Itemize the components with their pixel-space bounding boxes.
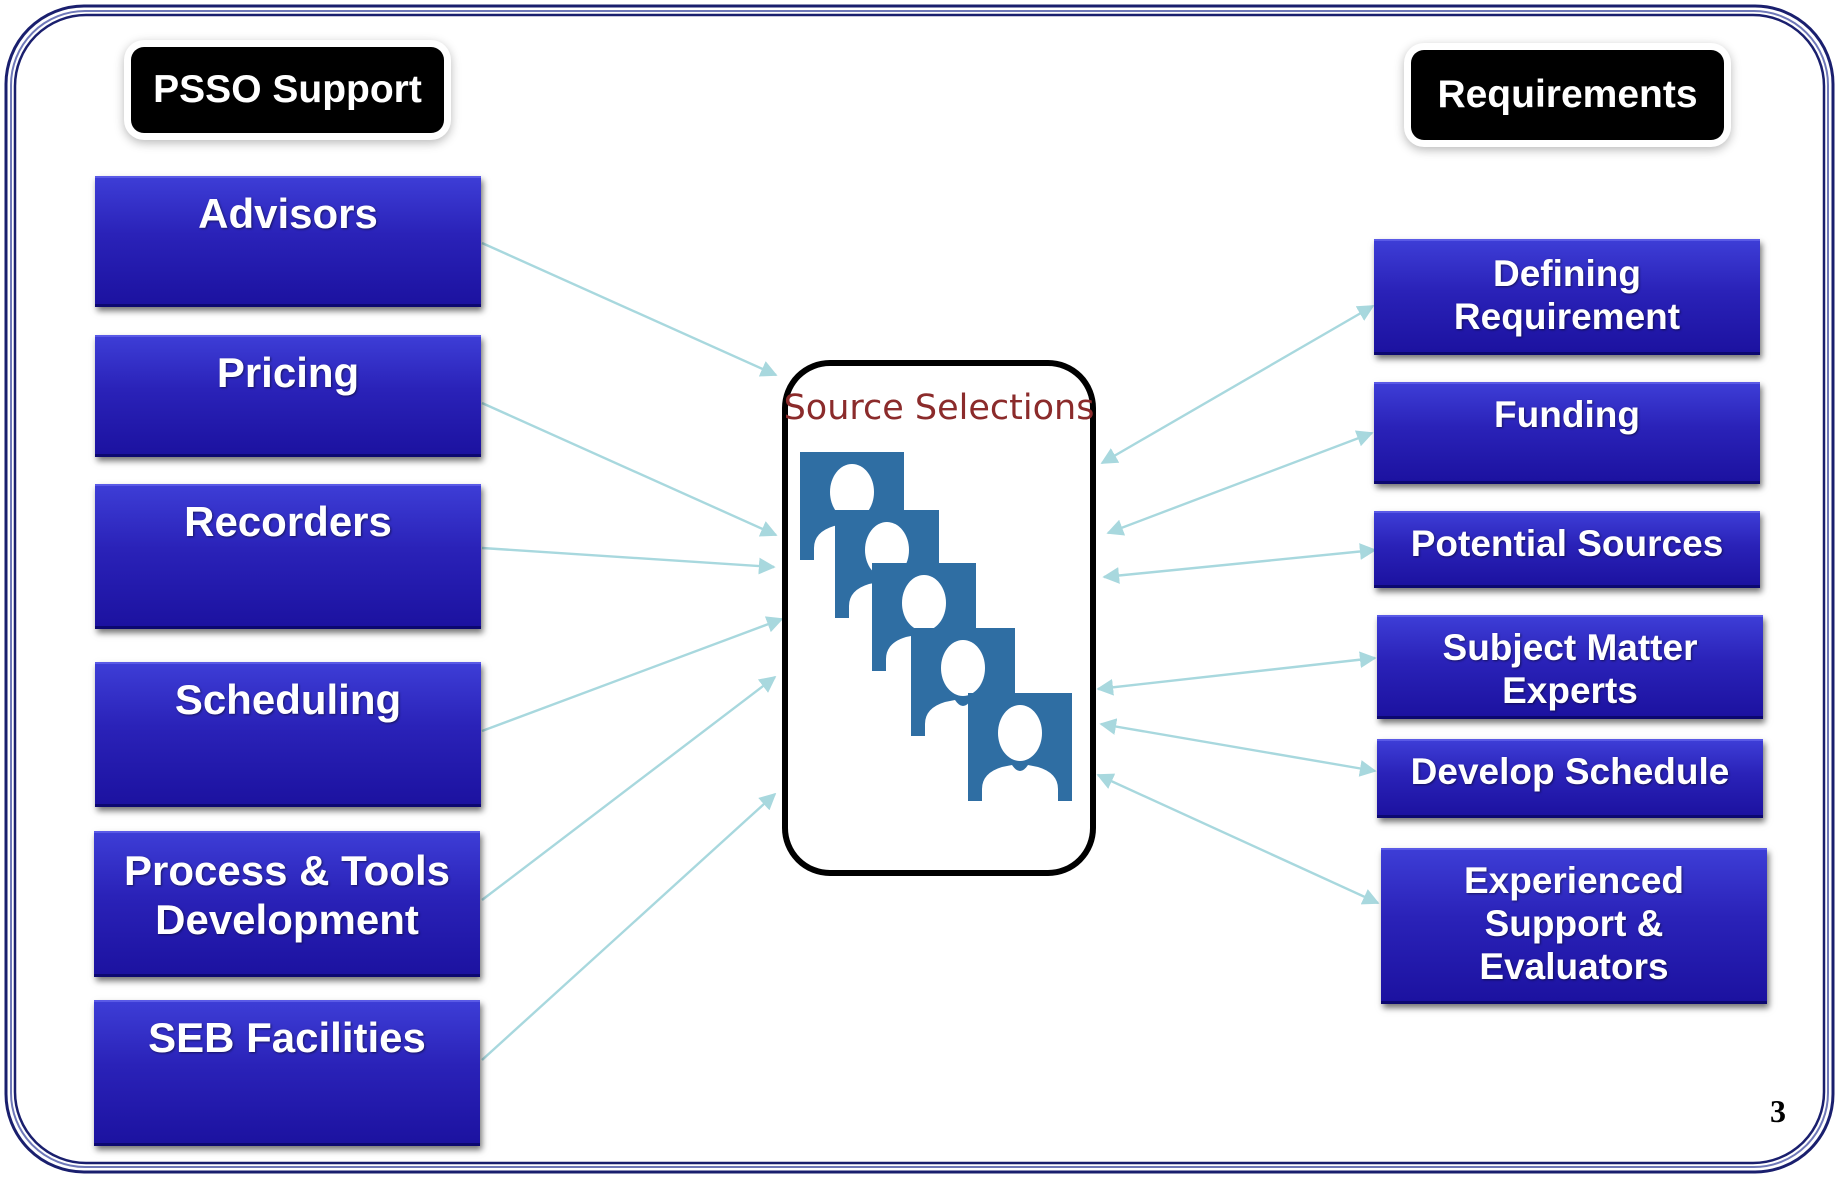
process-tools-box: Process & Tools Development (94, 831, 480, 977)
recorders-label: Recorders (184, 498, 392, 545)
experienced-support-label-line2: Support & (1484, 902, 1664, 944)
experienced-support-label-line1: Experienced (1463, 860, 1685, 901)
arrow-recorders (481, 546, 776, 575)
scheduling-box: Scheduling (95, 662, 481, 807)
defining-requirement-box: Defining Requirement (1374, 239, 1760, 355)
person-icon (968, 693, 1072, 801)
subject-matter-experts-box: Subject Matter Experts (1377, 615, 1763, 719)
psso-support-header: PSSO Support (131, 47, 444, 133)
arrow-seb-facilities (481, 792, 777, 1061)
funding-label: Funding (1494, 394, 1640, 435)
process-tools-label-line1: Process & Tools (124, 847, 450, 894)
page-number: 3 (1770, 1093, 1786, 1129)
arrow-funding (1106, 430, 1374, 536)
develop-schedule-box: Develop Schedule (1377, 739, 1763, 818)
develop-schedule-label: Develop Schedule (1410, 751, 1730, 792)
requirements-header: Requirements (1411, 50, 1724, 140)
pricing-box: Pricing (95, 335, 481, 457)
defining-requirement-label-line2: Requirement (1453, 295, 1681, 337)
pricing-label: Pricing (216, 349, 360, 396)
potential-sources-box: Potential Sources (1374, 511, 1760, 588)
arrow-pricing (481, 401, 778, 537)
arrow-process-tools (481, 675, 777, 901)
recorders-box: Recorders (95, 484, 481, 629)
arrow-subject-matter-experts (1096, 651, 1377, 696)
source-selections-title: Source Selections (783, 388, 1095, 428)
funding-box: Funding (1374, 382, 1760, 484)
arrow-defining-requirement (1100, 304, 1375, 465)
defining-requirement-label-line1: Defining (1493, 253, 1641, 294)
process-tools-label-line2: Development (155, 895, 419, 943)
subject-matter-experts-label-line1: Subject Matter (1442, 627, 1698, 668)
advisors-box: Advisors (95, 176, 481, 307)
potential-sources-label: Potential Sources (1410, 523, 1724, 564)
scheduling-label: Scheduling (174, 676, 402, 723)
experienced-support-label-line3: Evaluators (1479, 945, 1669, 987)
subject-matter-experts-label-line2: Experts (1502, 669, 1638, 711)
arrow-develop-schedule (1099, 718, 1377, 777)
arrow-experienced-support (1096, 773, 1380, 905)
arrow-potential-sources (1102, 543, 1377, 584)
seb-facilities-box: SEB Facilities (94, 1000, 480, 1146)
experienced-support-box: Experienced Support & Evaluators (1381, 848, 1767, 1004)
arrow-advisors (481, 241, 778, 377)
arrow-scheduling (481, 616, 784, 733)
seb-facilities-label: SEB Facilities (148, 1014, 426, 1061)
advisors-label: Advisors (198, 190, 378, 237)
